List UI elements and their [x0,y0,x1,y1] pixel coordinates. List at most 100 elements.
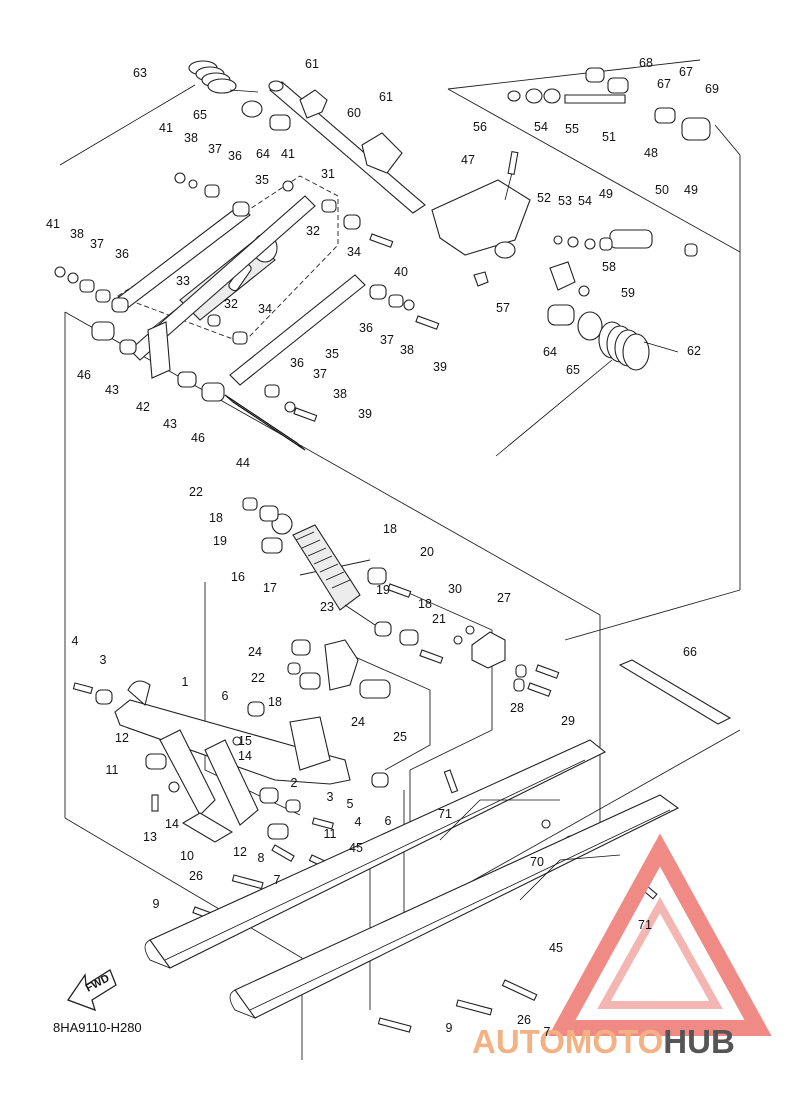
part-label-12: 12 [233,845,247,859]
part-label-21: 21 [432,612,446,626]
watermark-inner-triangle-icon [597,896,723,1009]
bracket-23-icon [324,639,359,691]
block-27-icon [471,631,506,669]
part-label-57: 57 [496,301,510,315]
part-label-26: 26 [189,869,203,883]
watermark-text: AUTOMOTOHUB [472,1023,735,1060]
collar-48-icon [609,229,653,249]
part-label-69: 69 [705,82,719,96]
part-label-62: 62 [687,344,701,358]
part-label-36: 36 [290,356,304,370]
rail-right-icon [234,794,680,1019]
spring-62-icon [495,321,679,457]
part-label-2: 2 [291,776,298,790]
fwd-arrow-icon: FWD [66,969,117,1012]
part-label-39: 39 [358,407,372,421]
part-label-37: 37 [208,142,222,156]
part-label-71: 71 [438,807,452,821]
collar-64-icon [269,114,291,131]
part-label-35: 35 [255,173,269,187]
bushings-left-icon [54,172,415,413]
part-label-5: 5 [347,797,354,811]
pivot-assembly [431,67,711,457]
part-label-47: 47 [461,153,475,167]
shaft-66-icon [618,659,732,725]
cap-61-icon [299,89,328,119]
cap-61b-icon [361,132,403,174]
arm-35-lower-icon [229,274,366,386]
bracket-2-icon [289,716,331,771]
part-label-14: 14 [165,817,179,831]
part-label-36: 36 [359,321,373,335]
part-label-54: 54 [578,194,592,208]
part-label-48: 48 [644,146,658,160]
watermark-brand-part1: AUTOMOTO [472,1023,663,1060]
section-frame-lines [64,59,741,1060]
part-label-64: 64 [543,345,557,359]
part-label-61: 61 [379,90,393,104]
part-label-42: 42 [136,400,150,414]
part-label-25: 25 [393,730,407,744]
part-label-8: 8 [258,851,265,865]
part-label-32: 32 [224,297,238,311]
part-label-64: 64 [256,147,270,161]
part-label-18: 18 [268,695,282,709]
part-label-10: 10 [180,849,194,863]
part-label-71: 71 [638,918,652,932]
part-label-3: 3 [100,653,107,667]
plate-42-icon [147,321,171,379]
part-label-19: 19 [376,583,390,597]
plate-12-icon [159,729,216,816]
upper-arm-assembly [54,60,440,451]
rear-shock-assembly [242,497,732,725]
part-label-40: 40 [394,265,408,279]
part-label-45: 45 [349,841,363,855]
part-label-67: 67 [657,77,671,91]
part-label-67: 67 [679,65,693,79]
plate-8-icon [204,739,259,826]
part-label-65: 65 [566,363,580,377]
part-label-65: 65 [193,108,207,122]
part-label-46: 46 [77,368,91,382]
part-label-12: 12 [115,731,129,745]
lower-suspension [72,680,658,1033]
part-label-27: 27 [497,591,511,605]
part-label-32: 32 [306,224,320,238]
shaft-51-icon [564,94,626,104]
part-label-34: 34 [347,245,361,259]
part-label-9: 9 [153,897,160,911]
part-label-28: 28 [510,701,524,715]
sleeve-10-icon [181,812,234,843]
part-label-68: 68 [639,56,653,70]
part-label-34: 34 [258,302,272,316]
part-label-38: 38 [184,131,198,145]
part-label-37: 37 [380,333,394,347]
part-label-49: 49 [599,187,613,201]
part-label-44: 44 [236,456,250,470]
part-label-18: 18 [418,597,432,611]
part-label-26: 26 [517,1013,531,1027]
watermark-logo: AUTOMOTOHUB [472,833,772,1060]
part-label-53: 53 [558,194,572,208]
part-label-54: 54 [534,120,548,134]
part-label-51: 51 [602,130,616,144]
part-label-20: 20 [420,545,434,559]
part-label-45: 45 [549,941,563,955]
part-label-17: 17 [263,581,277,595]
part-label-56: 56 [473,120,487,134]
part-label-66: 66 [683,645,697,659]
part-label-38: 38 [333,387,347,401]
part-label-11: 11 [106,763,119,777]
part-label-46: 46 [191,431,205,445]
part-label-39: 39 [433,360,447,374]
watermark-triangle-icon [548,833,772,1036]
watermark-brand-part2: HUB [663,1023,735,1060]
part-label-30: 30 [448,582,462,596]
part-label-18: 18 [383,522,397,536]
spring-63-icon [59,60,259,166]
part-label-22: 22 [251,671,265,685]
part-label-16: 16 [231,570,245,584]
part-label-33: 33 [176,274,190,288]
part-label-61: 61 [305,57,319,71]
